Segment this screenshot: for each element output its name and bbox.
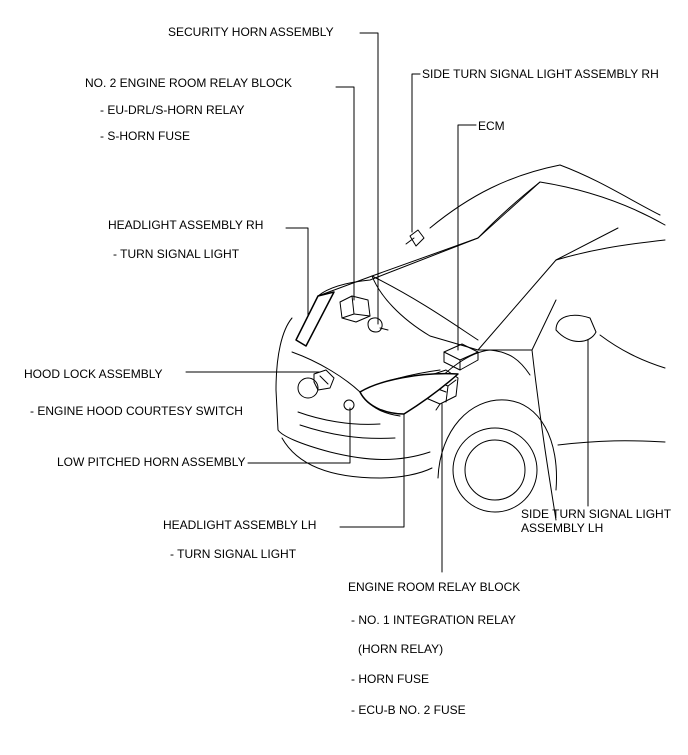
integration-relay-label: - NO. 1 INTEGRATION RELAY: [351, 613, 516, 627]
leader-lines: [185, 32, 589, 573]
headlight-rh-outline: [295, 291, 335, 347]
eu-drl-relay-label: - EU-DRL/S-HORN RELAY: [100, 103, 245, 117]
headlight-rh-label: HEADLIGHT ASSEMBLY RH: [108, 218, 264, 232]
ecm-label: ECM: [478, 119, 505, 133]
low-pitched-horn-label: LOW PITCHED HORN ASSEMBLY: [57, 455, 246, 469]
s-horn-fuse-label: - S-HORN FUSE: [100, 129, 190, 143]
engine-room-relay-block-label: ENGINE ROOM RELAY BLOCK: [348, 580, 521, 594]
side-turn-lh-label-line1: SIDE TURN SIGNAL LIGHT: [521, 507, 672, 521]
turn-signal-rh-label: - TURN SIGNAL LIGHT: [113, 247, 240, 261]
hood-lock-label: HOOD LOCK ASSEMBLY: [24, 367, 163, 381]
no2-relay-block-label: NO. 2 ENGINE ROOM RELAY BLOCK: [85, 76, 292, 90]
security-horn-label: SECURITY HORN ASSEMBLY: [168, 25, 334, 39]
ecu-b-fuse-label: - ECU-B NO. 2 FUSE: [351, 703, 466, 717]
component-shapes: [313, 229, 479, 411]
headlight-lh-label: HEADLIGHT ASSEMBLY LH: [163, 518, 317, 532]
headlight-lh-outline: [359, 372, 459, 415]
hood-courtesy-switch-label: - ENGINE HOOD COURTESY SWITCH: [30, 404, 243, 418]
horn-fuse-label: - HORN FUSE: [351, 672, 429, 686]
car-body-outline: [275, 164, 666, 521]
horn-relay-label: (HORN RELAY): [358, 642, 444, 656]
turn-signal-lh-label: - TURN SIGNAL LIGHT: [170, 547, 297, 561]
side-turn-lh-label-line2: ASSEMBLY LH: [521, 521, 604, 535]
side-turn-rh-label: SIDE TURN SIGNAL LIGHT ASSEMBLY RH: [422, 67, 659, 81]
